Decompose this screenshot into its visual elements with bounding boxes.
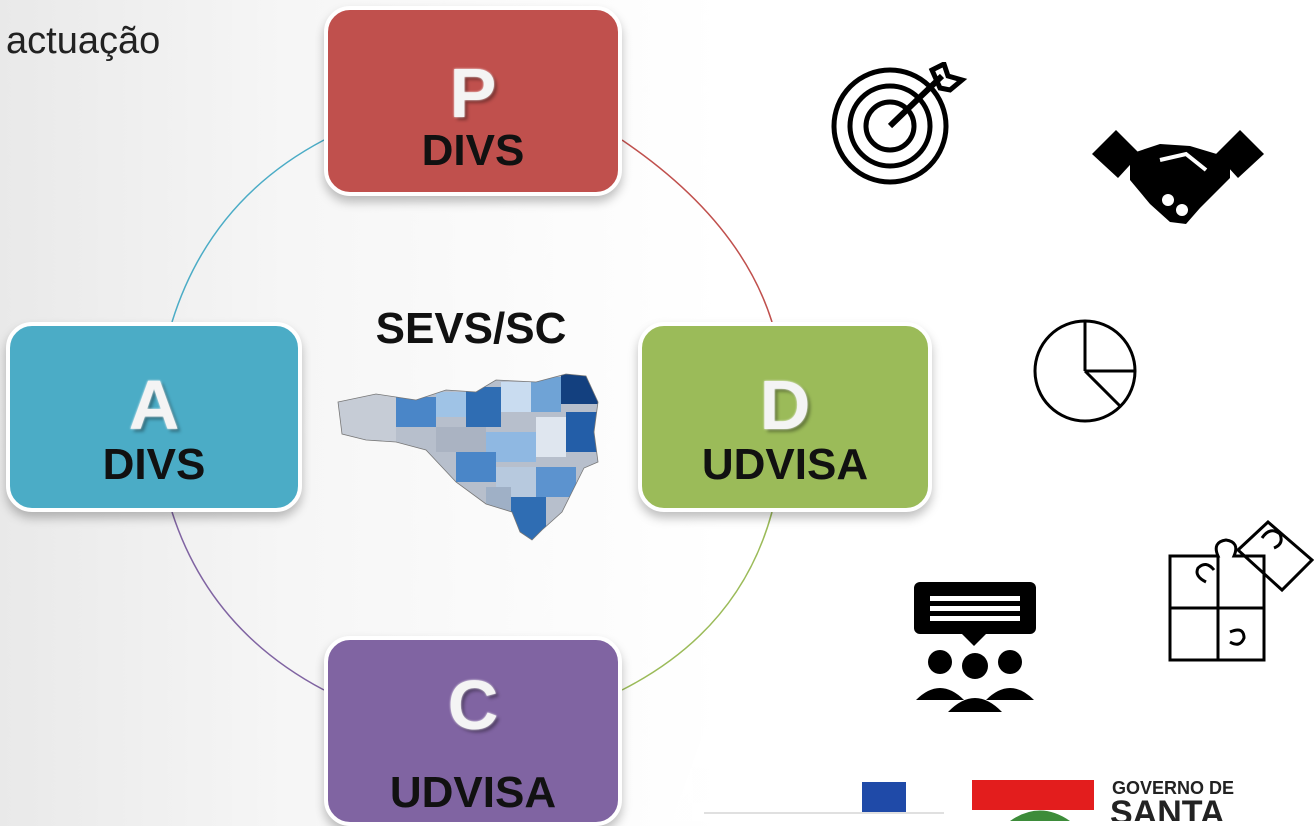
governo-line1: GOVERNO DE [1112, 778, 1235, 798]
pie-chart-icon [1033, 319, 1137, 423]
check-owner: UDVISA [389, 768, 557, 817]
puzzle-icon [1168, 520, 1314, 662]
arc-d-c [621, 511, 773, 691]
do-box: D UDVISA [638, 322, 932, 512]
governo-line2: SANTA [1110, 796, 1225, 821]
check-box: C UDVISA [324, 636, 622, 826]
plan-owner: DIVS [421, 126, 525, 175]
check-letter: C [447, 666, 499, 744]
page-heading: actuação [6, 20, 161, 62]
santa-catarina-map [337, 373, 599, 541]
act-owner: DIVS [102, 440, 206, 489]
coat-of-arms-icon [1010, 810, 1070, 821]
do-owner: UDVISA [701, 440, 869, 489]
plan-letter: P [449, 54, 497, 132]
plan-box: P DIVS [324, 6, 622, 196]
governo-red-bar [972, 780, 1094, 810]
handshake-icon [1092, 130, 1264, 224]
arc-a-p [171, 139, 325, 323]
target-icon [831, 62, 968, 185]
center-label: SEVS/SC [375, 304, 567, 353]
act-box: A DIVS [6, 322, 302, 512]
arc-c-a [171, 511, 325, 691]
meeting-icon [914, 582, 1036, 712]
act-letter: A [128, 366, 180, 444]
arc-p-d [621, 139, 773, 323]
flag-white-stripe [704, 812, 944, 823]
do-letter: D [759, 366, 811, 444]
